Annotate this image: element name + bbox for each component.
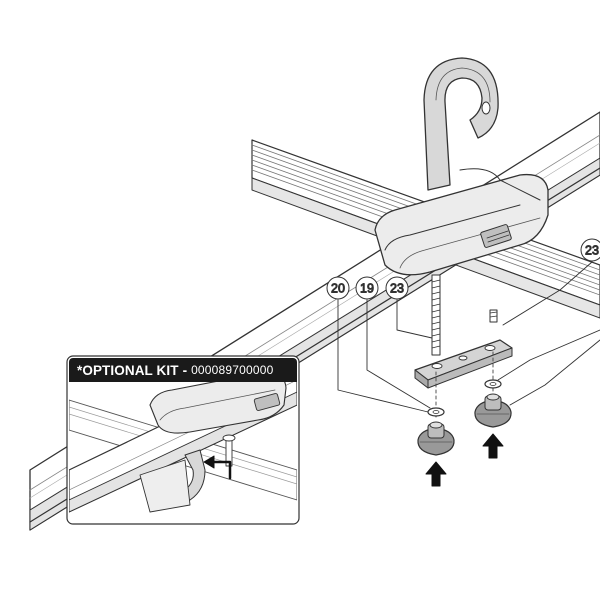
callout-23-left-label: 23 <box>390 282 404 296</box>
up-arrow-left <box>425 461 447 487</box>
optional-kit-title: *OPTIONAL KIT <box>77 362 179 378</box>
threaded-bolt <box>431 274 441 356</box>
callout-leader-lines <box>337 261 600 413</box>
clamp-block <box>374 168 549 276</box>
mounting-plate <box>414 339 513 389</box>
washer-right <box>484 379 502 389</box>
optional-kit-separator: - <box>182 362 188 378</box>
callout-19: 19 <box>355 276 379 300</box>
knob-left <box>417 421 455 456</box>
optional-kit-inset <box>66 355 300 525</box>
callout-19-label: 19 <box>360 282 374 296</box>
callout-20-label: 20 <box>331 282 345 296</box>
optional-kit-number: 000089700000 <box>191 363 274 377</box>
optional-kit-banner: *OPTIONAL KIT - 000089700000 <box>69 358 297 382</box>
knob-right <box>474 393 512 428</box>
small-bolt <box>489 309 498 323</box>
callout-23-left: 23 <box>385 276 409 300</box>
hook-strap <box>423 57 499 191</box>
washer-left <box>427 407 445 417</box>
callout-20: 20 <box>326 276 350 300</box>
callout-23-right: 23 <box>580 238 600 262</box>
up-arrow-right <box>482 433 504 459</box>
callout-23-right-label: 23 <box>585 244 599 258</box>
